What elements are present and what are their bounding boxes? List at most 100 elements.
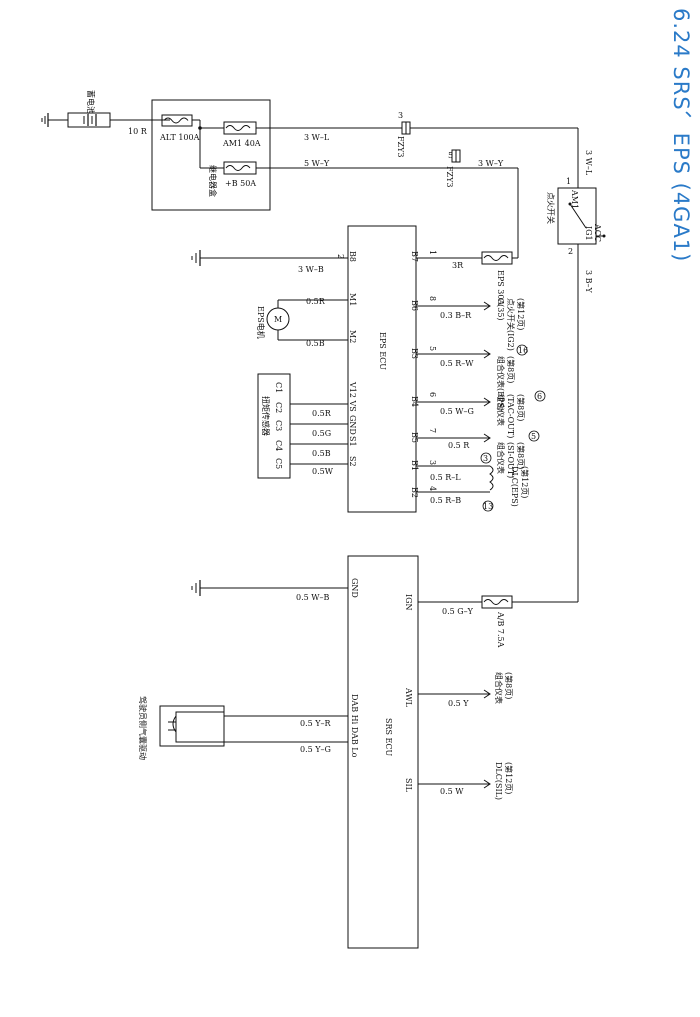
eps-pin-b8: B8 (348, 251, 357, 262)
srs-sil-wire-label: 0.5 W (440, 787, 464, 796)
acc-wire-label: 3 W–Y (478, 159, 504, 168)
srs-ground-icon (191, 580, 201, 596)
dab-hi-wire-label: 0.5 Y–R (300, 719, 332, 728)
eps-motor-icon (266, 307, 290, 331)
srs-sil-dest: DLC(SIL)(第12页) (494, 762, 514, 800)
sensor-pin-c5: C5 (274, 458, 283, 469)
eps-motor-label: EPS电机 (256, 306, 266, 339)
eps-ground-wire-label: 3 W–B (298, 265, 324, 274)
relay-box (151, 99, 271, 211)
srs-gnd-wire-label: 0.5 W–B (296, 593, 329, 602)
battery-wire-label: 10 R (128, 127, 148, 136)
ign-ig1-label: IG1 (584, 226, 593, 241)
sensor-wire-4: 0.5W (312, 467, 334, 476)
alt-fuse-label: ALT 100A (159, 133, 200, 142)
eps-wire-b1: 0.5 R–L (430, 473, 461, 482)
eps-pin-num-3: 3 (428, 460, 437, 465)
eps-ref-5: 5 (531, 432, 536, 441)
fzy3-pin-5: 5 (448, 151, 453, 160)
eps-ref-16: 16 (518, 346, 528, 355)
eps-pin-b1: B1 (410, 460, 419, 471)
eps-pin-b4: B4 (410, 396, 419, 407)
eps-ref-6: 6 (537, 392, 542, 401)
eps-dest-b4: 组合仪表(TAC-OUT)(第8页) (496, 394, 526, 438)
am1-fuse-label: AM1 40A (222, 139, 261, 148)
eps-pin-s1: S1 (348, 436, 357, 447)
eps-motor-wire-2: 0.5B (306, 339, 325, 348)
eps-pin-b3: B3 (410, 348, 419, 359)
srs-pin-awl: AWL (404, 687, 413, 708)
eps-motor-symbol: M (274, 315, 282, 324)
sensor-wire-1: 0.5R (312, 409, 332, 418)
am1-wire-label: 3 W–L (304, 133, 330, 142)
eps-ecu-label: EPS ECU (378, 332, 387, 370)
sensor-pin-c3: C3 (274, 420, 283, 431)
eps-wire-b3: 0.5 R–W (440, 359, 474, 368)
eps-pin-num-1: 1 (428, 250, 437, 255)
eps-pin-m2: M2 (348, 330, 357, 343)
sensor-pin-c4: C4 (274, 440, 283, 451)
sensor-wire-3: 0.5B (312, 449, 331, 458)
eps-wire-b2: 0.5 R–B (430, 496, 461, 505)
eps-dest-b3: 组合仪表(EPS)(第8页) (496, 356, 516, 411)
eps-ref-3: 3 (483, 454, 488, 463)
am1-vertical-wire-label: 3 W–L (584, 150, 593, 176)
srs-awl-wire-label: 0.5 Y (448, 699, 469, 708)
torque-sensor (257, 373, 291, 479)
fzy3-pin-3: 3 (398, 111, 403, 120)
eps-pin-b2: B2 (410, 487, 419, 498)
eps-fuse-wire-label: 3R (452, 261, 464, 270)
eps-pin-num-6: 6 (428, 392, 437, 397)
relay-box-label: 继电器盒 (208, 165, 218, 197)
eps-pin-b6: B6 (410, 300, 419, 311)
ign-pin-1: 1 (566, 177, 571, 186)
eps-pin-num-7: 7 (428, 428, 437, 433)
srs-pin-sil: SIL (404, 778, 413, 793)
eps-left-pin-num-2: 2 (336, 254, 345, 259)
battery-label: 蓄电池 (86, 90, 96, 114)
b-fuse-label: +B 50A (225, 179, 256, 188)
b-wire-label: 5 W–Y (304, 159, 330, 168)
airbag-label: 驾驶员侧气囊驱动 (138, 696, 148, 760)
sensor-pin-c1: C1 (274, 382, 283, 393)
eps-dest-b6: C(35)点火开关(IG2)(第12页) (496, 298, 526, 351)
eps-ecu (347, 225, 417, 513)
ignition-switch (557, 187, 597, 245)
ign-output-wire-label: 3 B–Y (584, 270, 593, 294)
srs-awl-dest: 组合仪表(第8页) (494, 672, 514, 704)
am1-fuse (223, 121, 257, 135)
battery (41, 112, 111, 128)
eps-pin-num-8: 8 (428, 296, 437, 301)
fzy3-label-1: FZY3 (396, 136, 405, 157)
ignition-label: 点火开关 (546, 192, 556, 224)
eps-fuse-label: EPS 30A (496, 270, 505, 305)
fzy3-label-2: FZY3 (445, 166, 454, 187)
eps-ground-icon (191, 250, 201, 266)
sensor-pin-c2: C2 (274, 402, 283, 413)
eps-wire-b5: 0.5 R (448, 441, 470, 450)
sensor-wire-2: 0.5G (312, 429, 331, 438)
eps-pin-b5: B5 (410, 432, 419, 443)
page-title: 6.24 SRS、EPS (4GA1) (669, 8, 693, 263)
dab-lo-wire-label: 0.5 Y–G (300, 745, 331, 754)
eps-dest-b5: 组合仪表(SI-OUT)(第8页) (496, 442, 526, 478)
ab-fuse-label: A/B 7.5A (496, 611, 505, 648)
ign-pin-2: 2 (568, 247, 573, 256)
torque-sensor-label: 扭矩传感器 (261, 396, 271, 436)
eps-wire-b6: 0.3 B–R (440, 311, 472, 320)
ab-fuse (481, 595, 513, 609)
eps-pin-b7: B7 (410, 251, 419, 262)
eps-pin-gnd: GND (348, 415, 357, 435)
ign-acc-label: ACC (593, 223, 602, 242)
eps-wire-b4: 0.5 W–G (440, 407, 474, 416)
ign-am1-label: AM1 (570, 189, 579, 209)
srs-ign-wire-label: 0.5 G–Y (442, 607, 474, 616)
srs-ecu-label: SRS ECU (384, 718, 393, 756)
b-fuse (223, 161, 257, 175)
eps-pin-num-4: 4 (428, 486, 437, 491)
eps-motor-wire-1: 0.5R (306, 297, 326, 306)
eps-ref-13: 13 (483, 502, 493, 511)
eps-pin-v12vs: V12 VS (348, 381, 357, 412)
eps-fuse (481, 251, 513, 265)
